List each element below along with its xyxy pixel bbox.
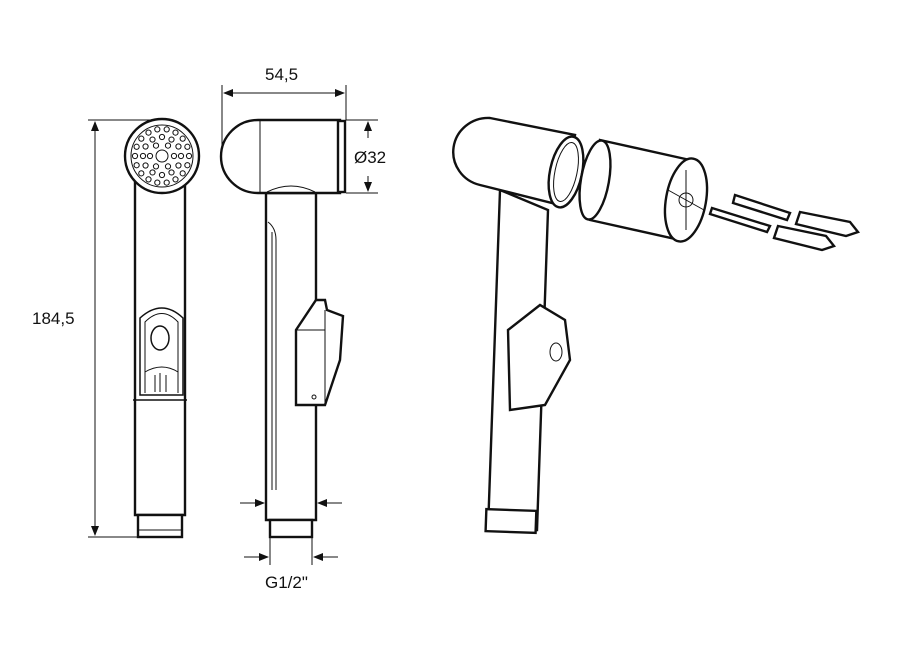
- spray-hole: [158, 133, 166, 141]
- spray-hole: [177, 152, 185, 160]
- spray-hole: [149, 136, 156, 143]
- thread-label: G1/2": [265, 573, 308, 592]
- height-label: 184,5: [32, 309, 75, 328]
- spray-hole: [142, 162, 149, 169]
- spray-hole: [133, 162, 140, 169]
- spray-hole: [170, 152, 178, 160]
- spray-hole: [131, 152, 139, 160]
- spray-hole: [163, 179, 170, 186]
- spray-hole: [146, 152, 154, 160]
- spray-hole: [158, 171, 166, 179]
- spray-hole: [175, 162, 182, 169]
- spray-hole: [168, 169, 175, 176]
- spray-hole: [185, 152, 193, 160]
- spray-hole: [179, 170, 186, 177]
- spray-hole: [172, 176, 179, 183]
- spray-hole: [164, 163, 172, 170]
- width-label: 54,5: [265, 65, 298, 84]
- exploded-view: [452, 116, 861, 535]
- spray-hole: [175, 143, 182, 150]
- spray-hole: [133, 143, 140, 150]
- spray-hole: [163, 126, 170, 133]
- spray-hole: [152, 142, 160, 149]
- diameter-label: Ø32: [354, 148, 386, 167]
- spray-hole: [179, 135, 186, 142]
- spray-hole: [145, 129, 152, 136]
- spray-hole: [145, 176, 152, 183]
- spray-hole: [154, 179, 161, 186]
- front-view: [88, 117, 201, 539]
- spray-hole: [138, 135, 145, 142]
- spray-hole: [172, 129, 179, 136]
- spray-hole: [152, 163, 160, 170]
- spray-hole: [138, 170, 145, 177]
- side-view: [219, 85, 378, 565]
- spray-hole: [154, 126, 161, 133]
- spray-hole: [184, 143, 191, 150]
- spray-hole: [164, 142, 172, 149]
- spray-hole: [139, 152, 147, 160]
- spray-hole: [142, 143, 149, 150]
- spray-hole: [168, 136, 175, 143]
- spray-hole: [149, 169, 156, 176]
- spray-hole: [184, 162, 191, 169]
